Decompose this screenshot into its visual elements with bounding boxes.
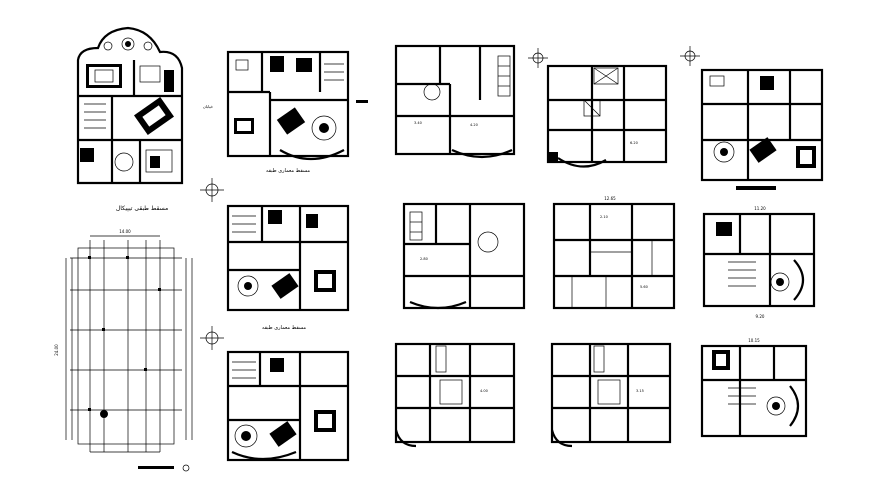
street-label: خیابان [203, 104, 214, 109]
room-area-label: 5.60 [640, 285, 648, 289]
north-arrow-icon [528, 48, 548, 68]
north-arrow-icon [680, 46, 700, 66]
right-plan-width: 11.20 [754, 206, 766, 211]
room-area-label: 2.80 [420, 257, 428, 261]
dimension-marker-2 [736, 186, 776, 190]
grid-height-dimension: 24.00 [54, 344, 59, 356]
room-area-label: 3.15 [636, 389, 644, 393]
room-area-label: 2.10 [600, 215, 608, 219]
dimension-marker-1 [356, 100, 368, 103]
floor-plan-11 [702, 212, 816, 308]
room-area-label: 4.00 [480, 389, 488, 393]
floor-plan-3 [226, 350, 350, 462]
room-area-label: 4.20 [470, 123, 478, 127]
scale-bar [138, 464, 190, 472]
sheet-caption: مسقط طبقی تیپیکال [116, 205, 168, 212]
room-area-label: 3.40 [414, 121, 422, 125]
floor-plan-2 [226, 204, 350, 312]
floor-plan-12 [700, 344, 808, 438]
floor-plan-6 [394, 342, 516, 448]
top-plan-width: 12.65 [604, 196, 616, 201]
floor-plan-1 [226, 50, 350, 160]
room-area-labels: 4.20 3.40 2.10 5.60 4.00 3.15 2.80 6.20 [414, 121, 648, 393]
room-area-label: 6.20 [630, 141, 638, 145]
structural-column-grid [65, 235, 193, 453]
floor-1-caption: مسقط معماری طبقه [266, 168, 310, 174]
bottom-right-width: 10.15 [748, 338, 760, 343]
floor-plan-4 [394, 44, 516, 159]
floor-plan-7 [546, 64, 668, 168]
right-plan-bottom: 9.20 [756, 314, 765, 319]
floor-2-caption: مسقط معماری طبقه [262, 325, 306, 331]
grid-width-dimension: 14.00 [119, 229, 131, 234]
furnished-ground-floor-plan [76, 26, 184, 185]
floor-plan-5 [402, 202, 526, 310]
floor-plan-8 [552, 202, 676, 310]
north-arrow-icon [200, 326, 224, 350]
floor-plan-10 [700, 68, 824, 182]
north-arrow-icon [200, 178, 224, 202]
floor-plan-9 [550, 342, 672, 448]
